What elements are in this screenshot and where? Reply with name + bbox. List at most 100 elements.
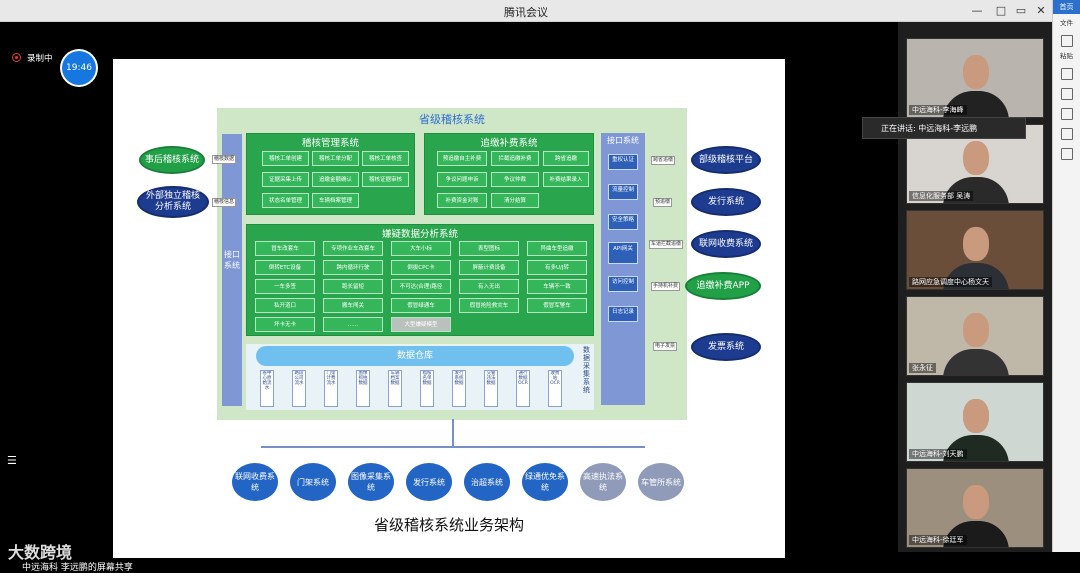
participant-head (963, 55, 989, 89)
maximize-button[interactable]: □ (995, 4, 1007, 17)
right-interface-title: 接口系统 (607, 136, 639, 145)
recover-cell: 清分结算 (491, 193, 539, 208)
participant-name: 中远海科-徐廷军 (909, 535, 967, 545)
file-menu[interactable]: 文件 (1060, 19, 1073, 27)
clipboard-icon[interactable] (1060, 35, 1073, 47)
slide-caption: 省级稽核系统业务架构 (373, 516, 524, 534)
suspect-cell: 异曲车型追缴 (527, 241, 587, 256)
mgmt-cell: 稽核工单创建 (262, 151, 309, 166)
suspect-cell: ...... (323, 317, 383, 332)
participant-head (963, 227, 989, 261)
left-node: 外部独立稽核分析系统 (137, 186, 209, 218)
folder-icon[interactable] (1060, 88, 1073, 100)
warehouse-input: 稽核名单数据 (420, 370, 434, 407)
suspect-analysis-title: 嫌疑数据分析系统 (381, 229, 458, 240)
suspect-cell: 有入无出 (459, 279, 519, 294)
document-icon[interactable] (1060, 68, 1073, 80)
suspect-cell: 冒车改套车 (255, 241, 315, 256)
warehouse-input: 图像抓拍数据 (356, 370, 370, 407)
audit-management-title: 稽核管理系统 (301, 138, 359, 149)
participant-tile[interactable]: 路网应急调度中心杨文天 (906, 210, 1044, 290)
data-warehouse-cylinder: 数据仓库 (256, 346, 574, 366)
participant-tile[interactable]: 中远海科-徐廷军 (906, 468, 1044, 548)
mgmt-cell: 稽核证据审核 (362, 172, 409, 187)
interface-chip: 日志记录 (608, 306, 638, 322)
suspect-cell: 坏卡无卡 (255, 317, 315, 332)
suspect-cell: 假冒军警车 (527, 298, 587, 313)
suspect-cell: 跨内循环行驶 (323, 260, 383, 275)
bottom-system-node: 发行系统 (406, 463, 452, 501)
mgmt-cell: 证据采集上传 (262, 172, 309, 187)
left-node: 事后稽核系统 (139, 146, 205, 174)
recover-cell: 补费结果录入 (543, 172, 589, 187)
list-icon[interactable] (1060, 148, 1073, 160)
bottom-system-node: 联网收费系统 (232, 463, 278, 501)
suspect-cell: 搬车闯关 (323, 298, 383, 313)
warehouse-input: 省中心原始流水 (260, 370, 274, 407)
presentation-slide: 省级稽核系统 接口系统 稽核管理系统 稽核工单创建 稽核工单分配 稽核工单核查 … (113, 59, 785, 558)
bottom-system-node: 高速执法系统 (580, 463, 626, 501)
suspect-cell: 私开道口 (255, 298, 315, 313)
suspect-analysis-box: 嫌疑数据分析系统 冒车改套车专项作业车改套车大车小标表型图标异曲车型追缴倒转ET… (246, 224, 594, 336)
minimize-button[interactable]: — (971, 4, 983, 17)
right-node: 联网收费系统 (691, 230, 761, 258)
recover-cell: 补费资金对账 (437, 193, 487, 208)
participant-tile[interactable]: 中远海科-李海峰 (906, 38, 1044, 118)
participant-tile[interactable]: 张永征 (906, 296, 1044, 376)
warehouse-input: 路段公司流水 (292, 370, 306, 407)
connector-line (452, 419, 454, 447)
format-icon[interactable] (1060, 128, 1073, 140)
participant-name: 中远海科-刘天鹏 (909, 449, 967, 459)
meeting-clock: 19:46 (62, 51, 96, 85)
architecture-diagram: 省级稽核系统 接口系统 稽核管理系统 稽核工单创建 稽核工单分配 稽核工单核查 … (217, 108, 687, 420)
home-tab[interactable]: 首页 (1053, 0, 1080, 14)
right-arrow-label: 电子发票 (653, 342, 678, 351)
right-interface-bar: 接口系统 (601, 133, 645, 405)
warehouse-input: 门架计费流水 (324, 370, 338, 407)
suspect-cell: 倒转ETC设备 (255, 260, 315, 275)
warehouse-input: 收费站OCR (548, 370, 562, 407)
recover-cell: 争议问题申诉 (437, 172, 487, 187)
participant-name: 中远海科-李海峰 (909, 105, 967, 115)
menu-icon[interactable]: ☰ (7, 454, 17, 467)
share-status-text: 中远海科 李远鹏的屏幕共享 (22, 563, 133, 573)
bottom-system-node: 车管所系统 (638, 463, 684, 501)
participant-tile[interactable]: 中远海科-刘天鹏 (906, 382, 1044, 462)
diagram-title: 省级稽核系统 (419, 113, 485, 126)
interface-chip: 流量控制 (608, 184, 638, 200)
participant-head (963, 485, 989, 519)
interface-chip: 重权认证 (608, 154, 638, 170)
right-node: 追缴补费APP (685, 272, 761, 300)
mgmt-cell: 车辆档案管理 (312, 193, 359, 208)
mgmt-cell: 追缴金额确认 (312, 172, 359, 187)
participant-head (963, 141, 989, 175)
connector-line (261, 446, 645, 448)
right-arrow-label: 跨省追缴 (651, 156, 676, 165)
data-collection-label: 数据采集系统 (583, 346, 590, 394)
close-button[interactable]: ✕ (1036, 4, 1046, 17)
suspect-cell: 屏蔽计费设备 (459, 260, 519, 275)
participant-panel: 中远海科-李海峰 信息化服务部 吴涛 路网应急调度中心杨文天 张永征 中远海科-… (898, 22, 1052, 552)
recover-cell: 拦截追缴补费 (491, 151, 539, 166)
restore-button[interactable]: ▭ (1015, 4, 1027, 17)
suspect-cell: 假冒绿通车 (391, 298, 451, 313)
right-arrow-label: 手持机补费 (651, 282, 681, 291)
paste-label[interactable]: 粘贴 (1060, 52, 1073, 60)
recording-indicator[interactable]: 录制中 (12, 52, 53, 64)
bottom-system-node: 门架系统 (290, 463, 336, 501)
suspect-cell: 倒拔CPC卡 (391, 260, 451, 275)
bottom-system-node: 绿通优免系统 (522, 463, 568, 501)
recovery-box: 追缴补费系统 预追缴自主补费 拦截追缴补费 跨省追缴 争议问题申诉 争议仲裁 补… (424, 133, 594, 215)
suspect-cell: 车辆不一致 (527, 279, 587, 294)
recover-cell: 争议仲裁 (491, 172, 539, 187)
speaking-indicator: 正在讲话: 中远海科-李远鹏 (862, 117, 1026, 139)
audit-management-box: 稽核管理系统 稽核工单创建 稽核工单分配 稽核工单核查 证据采集上传 追缴金额确… (246, 133, 415, 215)
recording-label: 录制中 (27, 54, 53, 64)
copy-icon[interactable] (1060, 108, 1073, 120)
suspect-cell: 假冒抢险救灾车 (459, 298, 519, 313)
warehouse-input: 通行数据OCR (516, 370, 530, 407)
left-arrow-label: 稽核数据 (212, 155, 237, 164)
right-node: 部级稽核平台 (691, 146, 761, 174)
warehouse-input: 发行系统数据 (452, 370, 466, 407)
left-interface-bar: 接口系统 (222, 134, 242, 406)
